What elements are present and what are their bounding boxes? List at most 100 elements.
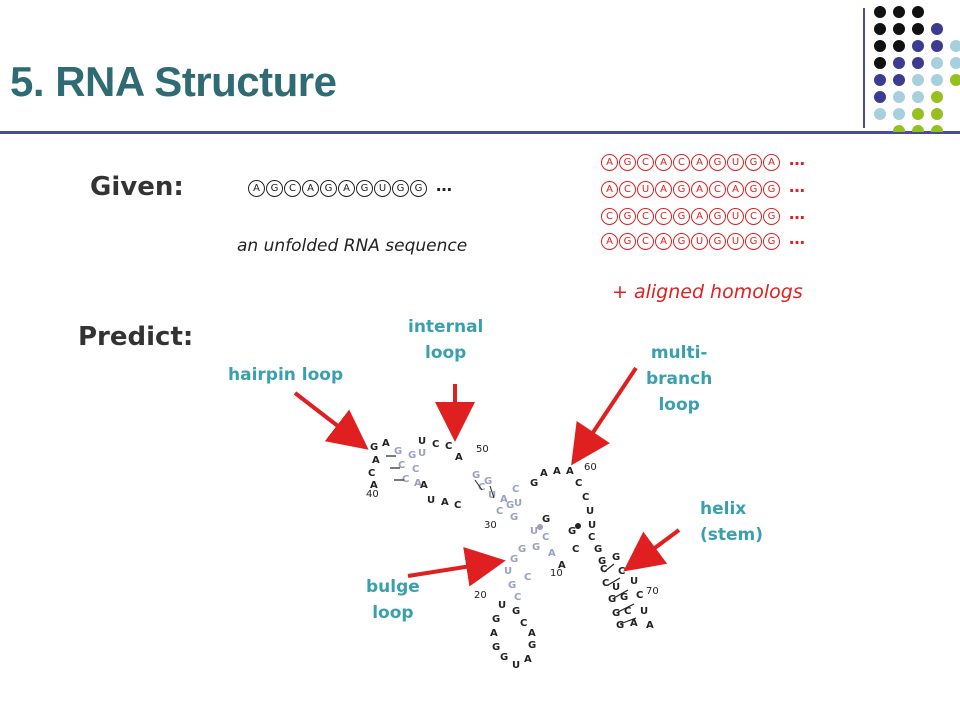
pos-70: 70 <box>646 586 659 597</box>
nucleotide-a: A <box>248 180 265 197</box>
svg-text:A: A <box>455 452 463 463</box>
multibranch-arrow <box>571 366 638 466</box>
svg-text:U: U <box>530 526 538 537</box>
svg-text:G: G <box>484 476 492 487</box>
svg-text:A: A <box>646 620 654 631</box>
svg-text:C: C <box>478 482 485 493</box>
svg-text:C: C <box>432 439 439 450</box>
svg-text:C: C <box>402 474 409 485</box>
nucleotide-c: C <box>284 180 301 197</box>
nucleotide-a: A <box>601 233 618 250</box>
nucleotide-c: C <box>745 208 762 225</box>
svg-text:G: G <box>542 514 550 525</box>
svg-text:U: U <box>418 436 426 447</box>
nucleotide-g: G <box>763 233 780 250</box>
svg-text:G: G <box>506 500 514 511</box>
nucleotide-g: G <box>392 180 409 197</box>
nucleotide-g: G <box>745 154 762 171</box>
svg-text:A: A <box>372 455 380 466</box>
svg-text:G: G <box>528 640 536 651</box>
svg-text:G: G <box>568 526 576 537</box>
svg-text:C: C <box>398 460 405 471</box>
svg-text:U: U <box>427 495 435 506</box>
nucleotide-g: G <box>709 208 726 225</box>
svg-text:C: C <box>412 464 419 475</box>
svg-text:A: A <box>490 628 498 639</box>
nucleotide-a: A <box>655 181 672 198</box>
svg-text:G: G <box>612 608 620 619</box>
nucleotide-c: C <box>673 154 690 171</box>
svg-text:U: U <box>512 660 520 671</box>
dot-rows <box>874 23 960 132</box>
internal-loop-line-2: loop <box>425 343 467 363</box>
bulge-arrow <box>407 547 506 587</box>
bulge-line-1: bulge <box>366 577 420 597</box>
svg-text:G: G <box>530 478 538 489</box>
position-numbers: 40 50 30 60 10 20 70 <box>366 444 659 601</box>
svg-text:G: G <box>598 556 606 567</box>
svg-text:C: C <box>542 532 549 543</box>
svg-text:G: G <box>532 542 540 553</box>
svg-text:C: C <box>368 468 375 479</box>
svg-text:A: A <box>540 468 548 479</box>
nucleotide-a: A <box>691 181 708 198</box>
nucleotide-g: G <box>356 180 373 197</box>
nucleotide-g: G <box>673 233 690 250</box>
homologs-caption: + aligned homologs <box>612 281 803 303</box>
multibranch-line-1: multi- <box>650 343 708 363</box>
svg-text:A: A <box>548 548 556 559</box>
svg-text:G: G <box>500 652 508 663</box>
svg-text:C: C <box>575 478 582 489</box>
svg-text:C: C <box>588 532 595 543</box>
nucleotide-a: A <box>763 154 780 171</box>
svg-text:A: A <box>630 618 638 629</box>
pos-60: 60 <box>584 462 597 473</box>
nucleotide-g: G <box>266 180 283 197</box>
svg-text:C: C <box>496 506 503 517</box>
hairpin-arrow <box>293 391 369 450</box>
svg-text:U: U <box>586 506 594 517</box>
nucleotide-g: G <box>673 181 690 198</box>
nucleotide-u: U <box>727 154 744 171</box>
nucleotide-c: C <box>601 208 618 225</box>
sequence-ellipsis: … <box>789 229 805 248</box>
svg-text:U: U <box>640 606 648 617</box>
nucleotide-c: C <box>637 208 654 225</box>
nucleotide-u: U <box>727 233 744 250</box>
svg-text:G: G <box>408 450 416 461</box>
hairpin-loop-label: hairpin loop <box>228 365 344 385</box>
nucleotide-a: A <box>601 154 618 171</box>
svg-text:G: G <box>518 544 526 555</box>
page-title: 5. RNA Structure <box>10 58 337 105</box>
multibranch-line-3: loop <box>658 395 700 415</box>
helix-line-1: helix <box>700 499 747 519</box>
pos-20: 20 <box>474 590 487 601</box>
predict-label: Predict: <box>78 322 194 352</box>
internal-loop-label: internal loop <box>408 314 483 366</box>
helix-label: helix (stem) <box>700 496 763 548</box>
given-label: Given: <box>90 172 184 202</box>
svg-text:A: A <box>524 654 532 665</box>
sequence-ellipsis: … <box>789 204 805 223</box>
svg-text:U: U <box>588 520 596 531</box>
svg-text:G: G <box>510 512 518 523</box>
sequence-ellipsis: … <box>789 177 805 196</box>
svg-text:C: C <box>602 578 609 589</box>
svg-text:C: C <box>618 566 625 577</box>
nucleotide-g: G <box>410 180 427 197</box>
nucleotide-g: G <box>619 154 636 171</box>
nucleotide-a: A <box>691 154 708 171</box>
svg-text:U: U <box>630 576 638 587</box>
svg-text:U: U <box>498 600 506 611</box>
pos-40: 40 <box>366 489 379 500</box>
svg-text:C: C <box>454 500 461 511</box>
svg-text:G: G <box>492 642 500 653</box>
svg-text:G: G <box>608 594 616 605</box>
svg-text:A: A <box>566 466 574 477</box>
svg-text:G: G <box>394 446 402 457</box>
svg-text:C: C <box>445 441 452 452</box>
